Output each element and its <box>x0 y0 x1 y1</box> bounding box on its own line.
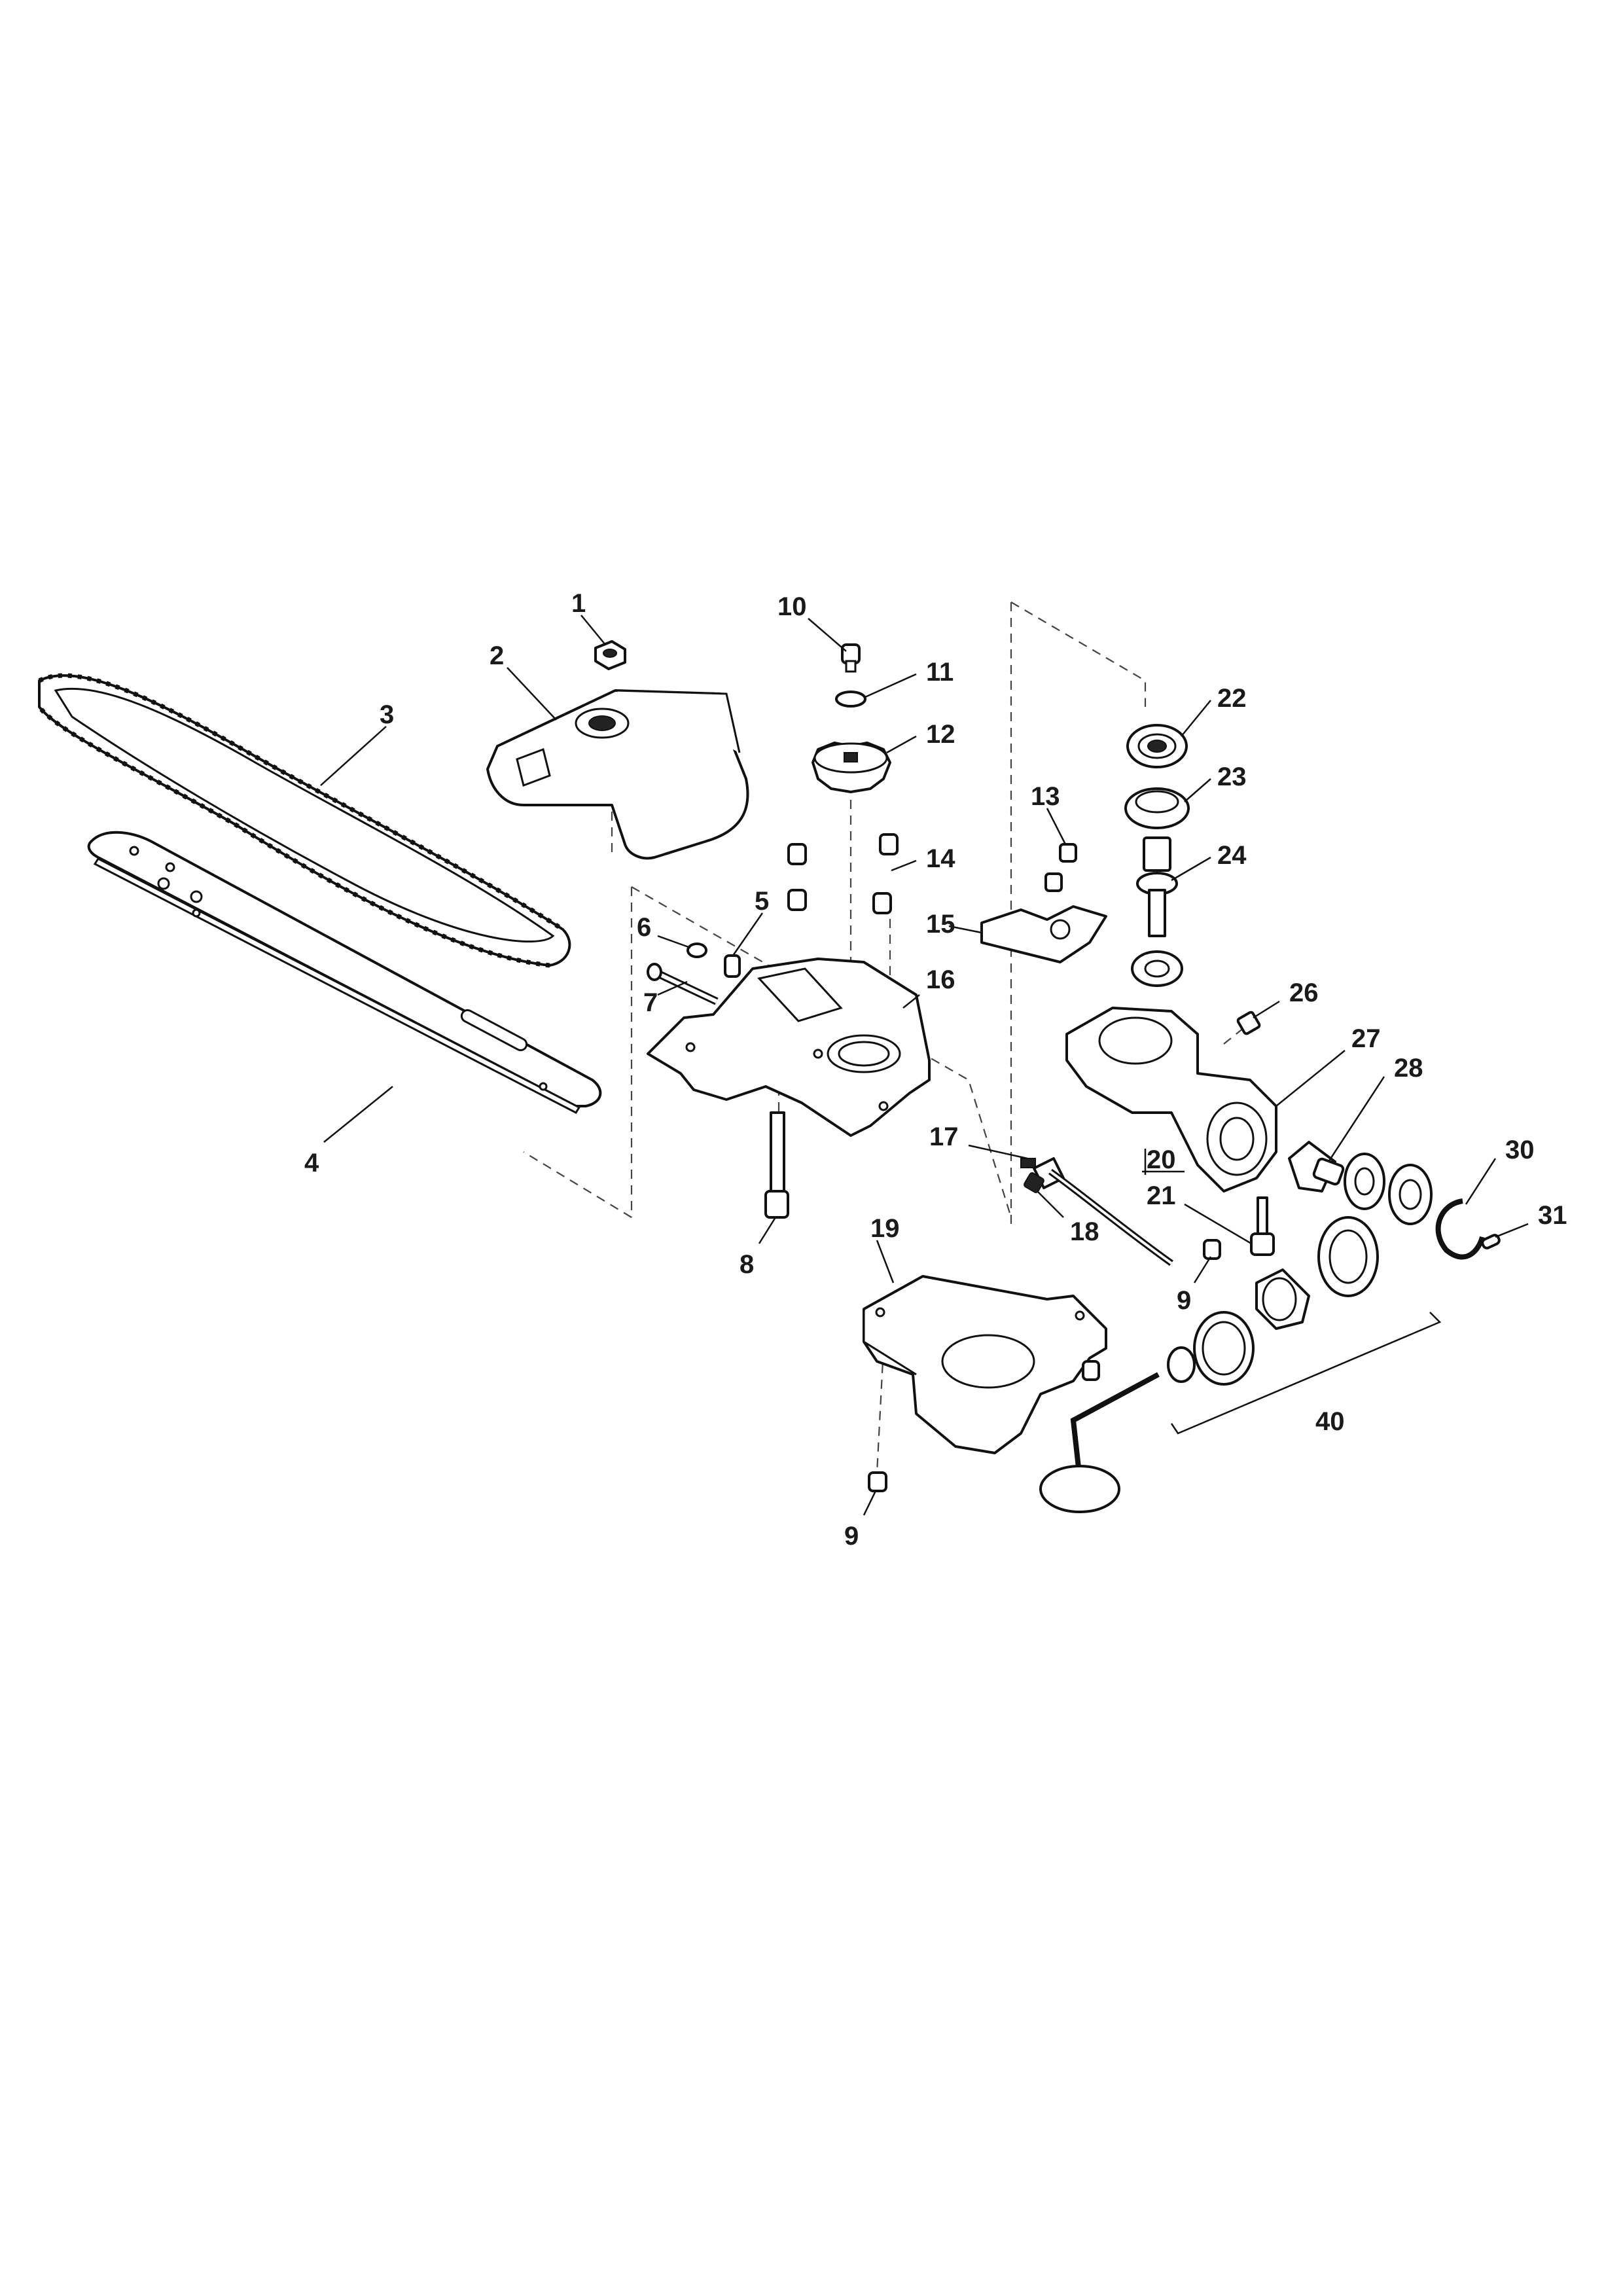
label-part-24: 24 <box>1217 841 1247 870</box>
label-part-21: 21 <box>1147 1181 1176 1210</box>
label-part-4: 4 <box>304 1149 319 1177</box>
screws-13 <box>1044 843 1077 892</box>
screws-9 <box>868 1239 1221 1492</box>
part-number-labels: 1 2 3 4 5 6 7 8 9 9 10 11 12 13 14 15 16… <box>304 589 1567 1551</box>
kit-40-bracket <box>1170 1312 1442 1435</box>
label-part-1: 1 <box>571 589 586 618</box>
screw-10 <box>841 643 861 673</box>
label-part-15: 15 <box>926 910 955 939</box>
screws-14 <box>787 833 899 914</box>
small-nut <box>687 942 707 958</box>
circlip <box>1435 1198 1485 1260</box>
label-part-18: 18 <box>1070 1217 1099 1246</box>
label-part-27: 27 <box>1351 1024 1381 1053</box>
saw-chain <box>37 673 571 968</box>
sprocket-cover <box>486 689 749 860</box>
label-part-14: 14 <box>926 844 955 873</box>
guide-bar <box>87 831 602 1114</box>
label-part-10: 10 <box>777 592 807 621</box>
label-part-13: 13 <box>1031 782 1060 811</box>
label-part-6: 6 <box>637 913 651 942</box>
bearings-29 <box>1344 1153 1433 1225</box>
grub-screw <box>724 954 741 978</box>
label-part-8: 8 <box>740 1250 754 1279</box>
lower-housing <box>863 1275 1107 1454</box>
label-part-19: 19 <box>870 1214 900 1243</box>
nut <box>594 640 626 670</box>
label-part-12: 12 <box>926 720 955 749</box>
bearing-22 <box>1126 724 1188 768</box>
label-part-2: 2 <box>490 641 504 670</box>
label-part-17: 17 <box>929 1122 959 1151</box>
oil-pump <box>980 905 1107 963</box>
washer <box>835 691 866 708</box>
shaft-24 <box>1136 836 1178 937</box>
label-part-16: 16 <box>926 965 955 994</box>
leader-lines <box>320 615 1529 1516</box>
pinion <box>1288 1141 1345 1193</box>
label-part-9-lower: 9 <box>844 1522 859 1551</box>
label-part-22: 22 <box>1217 684 1247 713</box>
oil-filter <box>1024 1172 1044 1193</box>
gear-housing <box>1065 1007 1277 1193</box>
label-part-23: 23 <box>1217 762 1247 791</box>
label-part-20: 20 <box>1147 1145 1176 1174</box>
label-part-5: 5 <box>755 887 769 916</box>
label-part-11: 11 <box>926 658 954 687</box>
label-part-9-right: 9 <box>1177 1286 1191 1315</box>
label-bracket-20-21 <box>1142 1149 1185 1175</box>
label-part-26: 26 <box>1289 978 1319 1007</box>
label-part-28: 28 <box>1394 1054 1423 1083</box>
bolt-8 <box>764 1111 789 1219</box>
bearing-23 <box>1124 787 1190 829</box>
label-part-3: 3 <box>380 700 394 729</box>
label-part-31: 31 <box>1538 1201 1567 1230</box>
label-part-40: 40 <box>1315 1407 1345 1436</box>
label-part-30: 30 <box>1505 1136 1535 1164</box>
oil-line <box>1020 1157 1173 1266</box>
sprocket <box>812 742 891 793</box>
pin-31 <box>1481 1234 1501 1249</box>
bearing-25 <box>1131 950 1183 987</box>
base-plate <box>647 958 931 1137</box>
kit-40-parts <box>1039 1216 1379 1513</box>
bolt-21 <box>1250 1196 1275 1256</box>
label-part-7: 7 <box>643 988 658 1017</box>
tension-bolt <box>647 963 719 1005</box>
